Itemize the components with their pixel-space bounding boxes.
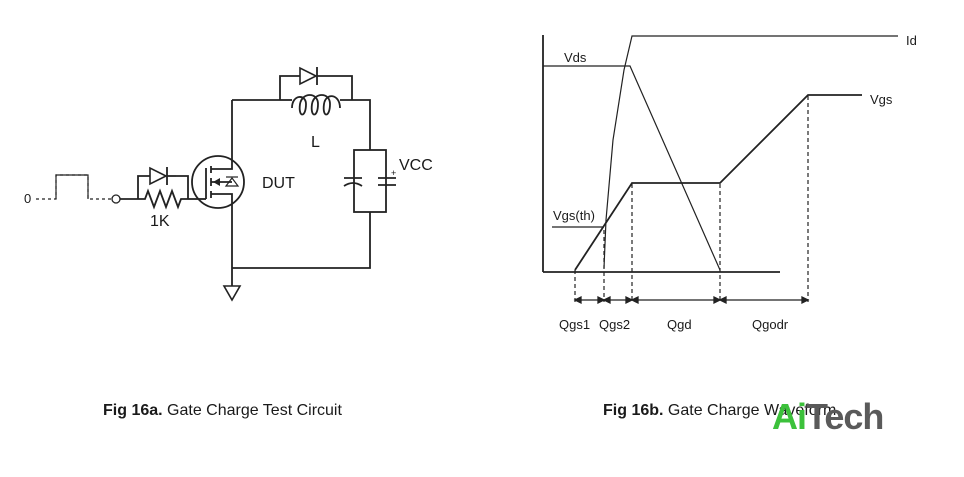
- cap1-plate-bottom: [343, 182, 363, 187]
- pulse-waveform: [36, 174, 112, 200]
- inductor-coil: [291, 94, 341, 116]
- bottom-rail: [232, 212, 371, 269]
- vgs-label: Vgs: [870, 92, 893, 107]
- caption-fig16a-text: Gate Charge Test Circuit: [167, 402, 342, 419]
- dut-label: DUT: [262, 175, 295, 192]
- body-arrow: [213, 178, 220, 186]
- top-rail-right: [340, 99, 371, 150]
- aitech-watermark-logo: AiTech: [772, 396, 884, 438]
- source-lead: [211, 193, 233, 268]
- vds-trace: [543, 65, 721, 271]
- caption-fig16b-number: Fig 16b.: [603, 402, 664, 419]
- cap-plus-sign: +: [391, 168, 396, 178]
- id-trace: [603, 35, 898, 269]
- vcc-label: VCC: [399, 157, 433, 174]
- input-terminal: [111, 194, 121, 204]
- pulse-zero-label: 0: [24, 191, 31, 206]
- body-diode: [224, 177, 240, 187]
- diode-branch-left: [137, 175, 150, 199]
- drain-lead: [211, 100, 233, 170]
- vds-label: Vds: [564, 50, 587, 65]
- diode-branch-right: [176, 175, 189, 199]
- freewheel-diode: [299, 66, 318, 86]
- capacitor-box: [353, 149, 387, 213]
- watermark-part1: Ai: [772, 396, 807, 437]
- interval-label-qgd: Qgd: [667, 317, 692, 332]
- watermark-part2: Tech: [806, 396, 884, 437]
- interval-arrows: [573, 295, 810, 305]
- gate-diode: [149, 166, 168, 186]
- gate-charge-test-circuit: 0 1K DUT L: [24, 66, 433, 302]
- ground-icon: [222, 285, 242, 302]
- interval-label-qgs1: Qgs1: [559, 317, 590, 332]
- freewheel-left: [279, 75, 300, 100]
- vgsth-label: Vgs(th): [553, 208, 595, 223]
- pulse-shape: [55, 174, 89, 199]
- id-label: Id: [906, 33, 917, 48]
- resistor-label: 1K: [150, 213, 170, 230]
- inductor-label: L: [311, 134, 320, 151]
- caption-fig16a: Fig 16a. Gate Charge Test Circuit: [103, 402, 342, 420]
- caption-fig16b-text: Gate Charge Waveform: [667, 402, 837, 419]
- interval-label-qgodr: Qgodr: [752, 317, 789, 332]
- mosfet-symbol: [191, 155, 245, 209]
- freewheel-right: [317, 75, 353, 100]
- gate-resistor: [138, 188, 188, 210]
- interval-label-qgs2: Qgs2: [599, 317, 630, 332]
- vgs-trace: [574, 94, 862, 271]
- caption-fig16a-number: Fig 16a.: [103, 402, 163, 419]
- gate-charge-waveform: Id Vds Vgs Vgs(th) Qgs1 Qgs2 Qgd Qgo: [542, 33, 917, 332]
- caption-fig16b: Fig 16b. Gate Charge Waveform: [603, 402, 836, 420]
